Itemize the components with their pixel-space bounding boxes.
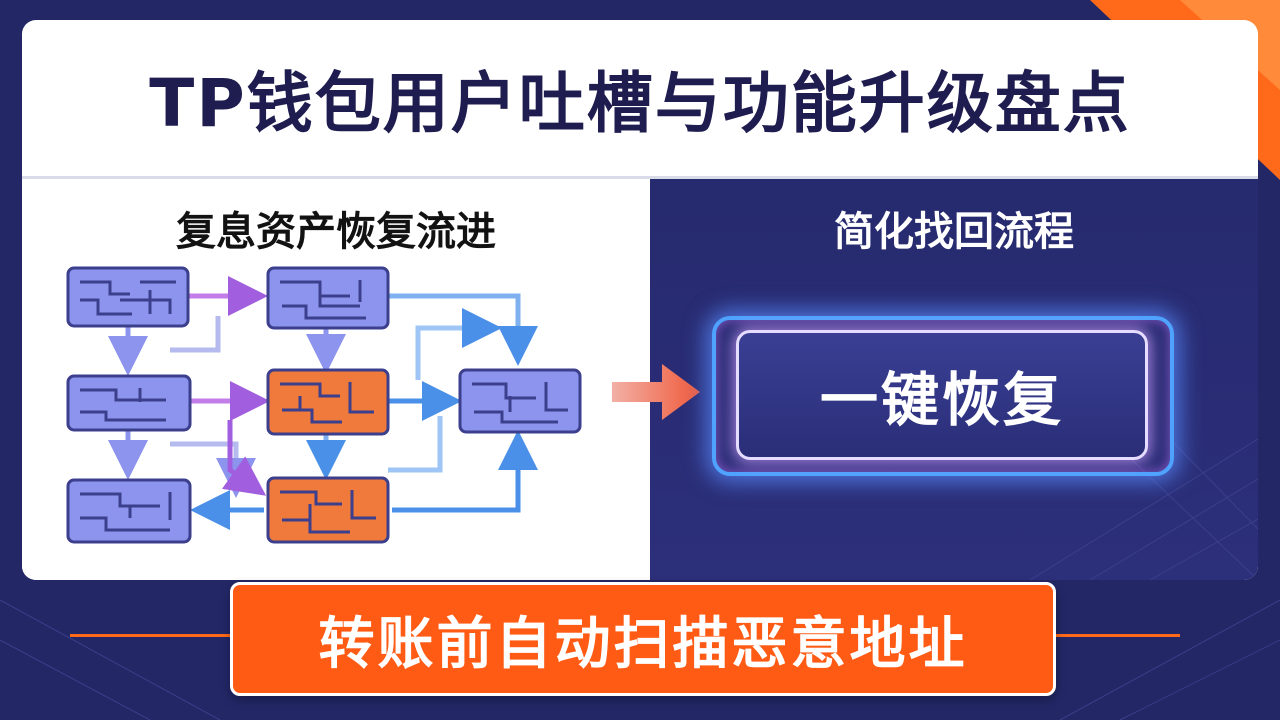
big-right-arrow-icon <box>612 364 700 420</box>
right-panel-grid <box>1029 438 1258 580</box>
arrow-e <box>170 316 221 353</box>
arrow-n <box>392 430 538 513</box>
one-click-recover-button[interactable]: 一键恢复 <box>736 330 1148 460</box>
recover-button-label: 一键恢复 <box>819 366 1064 434</box>
maze-box-7 <box>266 476 390 544</box>
grid-lines <box>0 599 1280 720</box>
arrow-g <box>415 308 502 380</box>
recover-button-glow <box>712 316 1174 476</box>
arrow-o <box>221 420 267 496</box>
right-panel-heading: 简化找回流程 <box>834 209 1074 255</box>
title-bar: TP钱包用户吐槽与功能升级盘点 <box>22 20 1258 176</box>
bottom-banner: 转账前自动扫描恶意地址 <box>230 582 1056 696</box>
maze-box-4 <box>266 368 390 436</box>
maze-box-5 <box>458 368 582 434</box>
maze-box-6 <box>66 478 192 544</box>
banner-line-left <box>70 634 230 637</box>
maze-box-2 <box>266 266 390 330</box>
arrow-l <box>388 416 443 473</box>
left-panel-heading: 复息资产恢复流进 <box>176 209 496 255</box>
arrow-c <box>388 293 538 366</box>
banner-line-right <box>1050 634 1180 637</box>
page-title: TP钱包用户吐槽与功能升级盘点 <box>149 65 1131 142</box>
maze-box-3 <box>66 374 192 432</box>
bottom-banner-label: 转账前自动扫描恶意地址 <box>318 611 968 677</box>
title-divider <box>22 176 1258 179</box>
flow-arrows <box>108 276 538 530</box>
maze-box-1 <box>66 266 190 328</box>
